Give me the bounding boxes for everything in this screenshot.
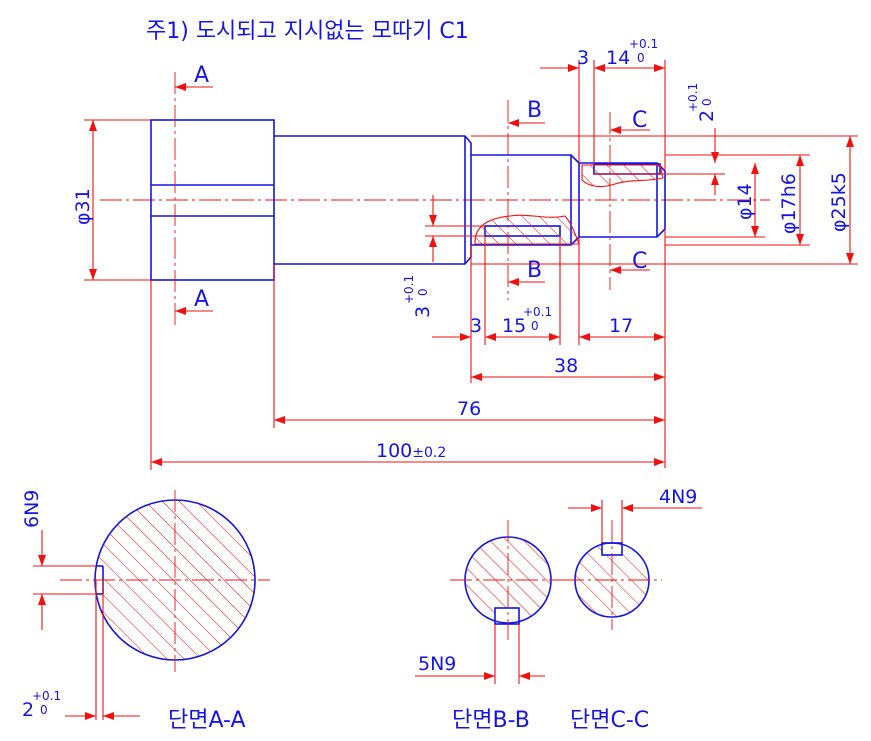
dim-14-lower-tol: 0 [637,51,645,65]
dim-phi31 [84,119,151,281]
dim-key-depth-b-lower-tol: 0 [416,288,430,296]
dim-key-depth-c [594,128,725,195]
section-c-label-bottom: C [632,249,647,274]
dim-key-depth-c-label: 2 [696,110,718,122]
section-aa-view [33,490,270,720]
section-b-indicator [507,100,545,300]
keyway-b-label: 5N9 [418,653,456,675]
dim-key-depth-b-label: 3 [412,306,434,318]
dim-phi25k5-label: φ25k5 [828,172,850,232]
dim-76-label: 76 [457,398,481,420]
section-b-label-bottom: B [527,258,542,283]
dim-100-tolerance: ±0.2 [412,445,446,461]
dim-key-depth-c-lower-tol: 0 [700,98,714,106]
dim-bottom-3-label: 3 [470,315,482,337]
section-aa-title: 단면A-A [168,708,246,733]
dim-phi14 [665,163,765,238]
dim-phi17h6 [665,154,810,246]
dim-key-depth-c-upper-tol: +0.1 [686,83,700,112]
section-cc-view [562,500,702,630]
keyway-a-depth-upper-tol: +0.1 [32,689,61,703]
dim-15-label: 15 [502,315,526,337]
general-note: 주1) 도시되고 지시없는 모따기 C1 [146,19,469,44]
dim-76 [273,264,665,428]
dim-key-depth-b [425,195,485,262]
keyway-a-label: 6N9 [21,490,43,528]
dim-key-depth-b-upper-tol: +0.1 [402,275,416,304]
dim-15-upper-tol: +0.1 [523,305,552,319]
keyway-a-depth-label: 2 [22,699,34,721]
section-a-label-top: A [194,63,209,88]
broken-section-hatching [474,164,664,245]
section-c-indicator [609,112,650,290]
section-bb-view [415,520,566,684]
section-c-label-top: C [632,108,647,133]
dim-phi14-label: φ14 [734,183,756,220]
dim-top-3-label: 3 [577,47,589,69]
section-b-label-top: B [527,98,542,123]
section-bb-title: 단면B-B [452,708,530,733]
dim-14-label: 14 [606,47,630,69]
dim-100 [150,280,665,470]
dim-phi17h6-label: φ17h6 [778,173,800,234]
section-a-label-bottom: A [194,287,209,312]
dim-17-label: 17 [609,315,633,337]
section-a-indicator [174,72,213,326]
keyway-c-label: 4N9 [659,486,697,508]
dim-38-label: 38 [554,355,578,377]
keyway-a-depth-lower-tol: 0 [40,703,48,717]
dim-bottom-3-15-17 [432,229,666,468]
dim-100-label: 100±0.2 [376,440,446,462]
dim-14-upper-tol: +0.1 [629,37,658,51]
dim-top-3-and-14 [540,60,666,171]
section-cc-title: 단면C-C [570,708,649,733]
dim-38 [471,373,665,381]
dim-15-lower-tol: 0 [531,319,539,333]
dim-phi31-label: φ31 [72,188,94,225]
